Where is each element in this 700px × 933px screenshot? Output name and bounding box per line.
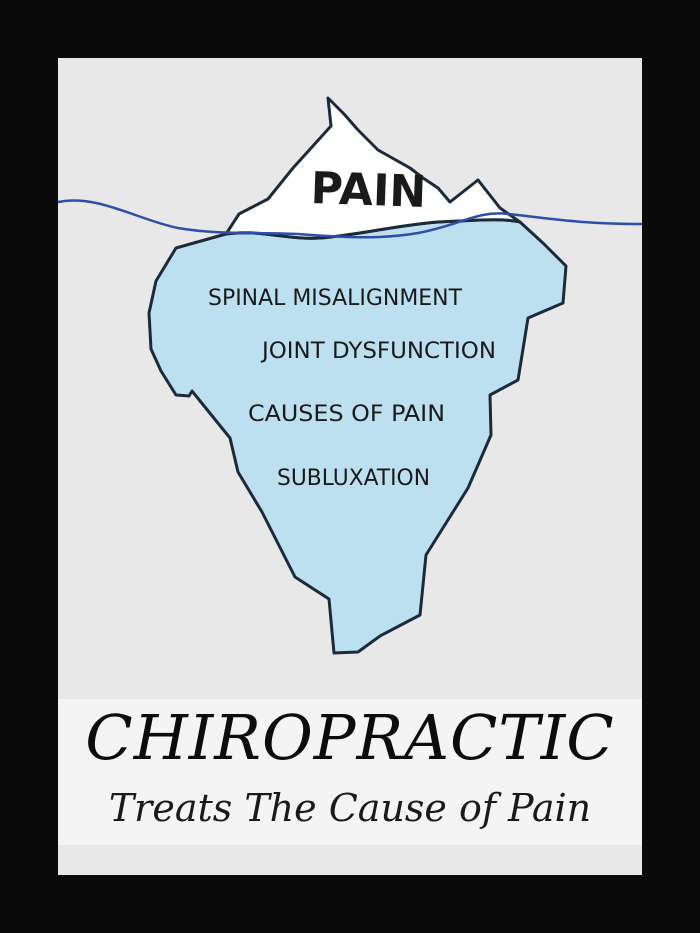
underwater-label-1: SPINAL MISALIGNMENT bbox=[208, 286, 463, 311]
poster: PAIN SPINAL MISALIGNMENT JOINT DYSFUNCTI… bbox=[58, 58, 642, 875]
tagline: Treats The Cause of Pain bbox=[108, 786, 592, 830]
underwater-label-4: SUBLUXATION bbox=[277, 466, 430, 491]
underwater-label-3: CAUSES OF PAIN bbox=[248, 402, 445, 427]
iceberg-illustration: PAIN SPINAL MISALIGNMENT JOINT DYSFUNCTI… bbox=[58, 96, 642, 655]
headline: CHIROPRACTIC bbox=[85, 701, 615, 774]
water-line bbox=[58, 199, 642, 239]
iceberg-tip-label: PAIN bbox=[310, 163, 427, 218]
iceberg-tip bbox=[224, 96, 522, 240]
caption-band: CHIROPRACTIC Treats The Cause of Pain bbox=[58, 699, 642, 845]
iceberg-underwater bbox=[147, 218, 568, 655]
underwater-label-2: JOINT DYSFUNCTION bbox=[260, 339, 496, 364]
